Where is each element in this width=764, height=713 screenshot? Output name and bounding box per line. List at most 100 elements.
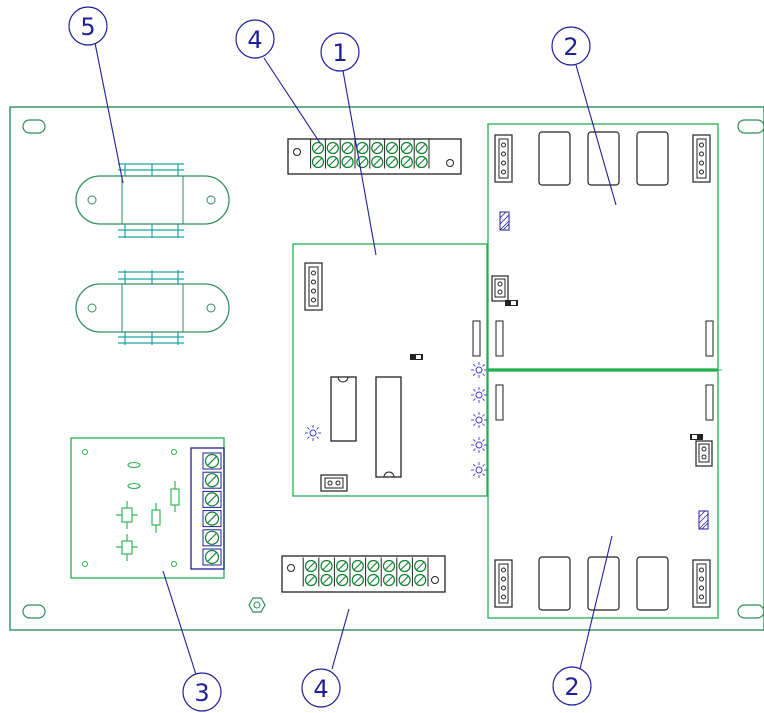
ic-chip-small	[330, 376, 357, 442]
connector-4pin-right	[692, 134, 711, 183]
connector-2pin-control	[320, 474, 348, 492]
connector-4pin-left	[494, 134, 513, 183]
terminal-screw	[415, 141, 428, 155]
terminal-screw	[371, 155, 384, 169]
relay-4	[538, 556, 571, 611]
callout-2-top: 2	[551, 26, 591, 66]
terminal-screw	[382, 559, 396, 573]
relay-3	[636, 131, 669, 186]
relay-5	[587, 556, 620, 611]
hex-nut	[248, 597, 266, 613]
plate-outline	[9, 106, 764, 631]
callout-4-top-label: 4	[247, 26, 262, 54]
terminal-screw	[204, 530, 220, 545]
callout-5-label: 5	[80, 13, 95, 41]
mounting-slot-bottom-right	[737, 604, 764, 619]
terminal-screw	[326, 155, 339, 169]
callout-2-bottom: 2	[552, 666, 592, 706]
terminal-screw	[336, 559, 349, 573]
terminal-screw	[415, 155, 428, 169]
terminal-screw	[385, 141, 399, 155]
terminal-screw	[320, 573, 333, 587]
terminal-screw	[351, 559, 364, 573]
connector-2pin-upper	[491, 275, 509, 302]
callout-2-top-label: 2	[563, 33, 578, 61]
header-strip-upper-left	[495, 320, 504, 357]
terminal-screw	[385, 155, 399, 169]
terminal-screw	[414, 573, 427, 587]
ic-chip-large	[375, 376, 402, 478]
mounting-slot-top-right	[737, 119, 764, 134]
callout-1: 1	[320, 32, 360, 72]
terminal-screw	[400, 155, 413, 169]
relay-2	[587, 131, 620, 186]
relay-board-lower	[487, 369, 722, 619]
terminal-screw	[304, 559, 318, 573]
jumper-control	[410, 354, 423, 360]
callout-4-bottom: 4	[301, 668, 341, 708]
led-icon	[471, 412, 487, 428]
connector-4pin-lower-left	[494, 559, 513, 608]
led-icon	[471, 462, 487, 478]
terminal-screw	[320, 559, 333, 573]
header-strip-upper-right	[705, 320, 714, 357]
terminal-block-bottom	[281, 555, 446, 593]
terminal-block-top	[287, 138, 462, 175]
power-supply-board	[70, 437, 225, 579]
jumper-upper	[505, 300, 518, 306]
terminal-screw	[326, 141, 339, 155]
terminal-screw	[398, 559, 411, 573]
jumper-lower	[690, 434, 703, 440]
header-strip-lower-left	[495, 384, 504, 421]
control-board	[292, 243, 488, 497]
terminal-screw	[382, 573, 396, 587]
led-indicators	[305, 362, 487, 478]
callout-3: 3	[182, 672, 222, 712]
header-strip-lower-right	[705, 384, 714, 421]
transformer-lower	[75, 270, 230, 345]
callout-4-bottom-label: 4	[313, 675, 328, 703]
terminal-screw	[356, 141, 369, 155]
leader-lines	[94, 42, 617, 685]
terminal-screw	[351, 573, 364, 587]
led-icon	[471, 387, 487, 403]
led-icon	[471, 362, 487, 378]
mounting-slot-top-left	[22, 119, 46, 134]
terminal-screw	[204, 511, 220, 526]
terminal-screw	[204, 549, 220, 565]
connector-4pin-lower-right	[692, 559, 711, 608]
callout-3-label: 3	[194, 679, 209, 707]
terminal-screw	[371, 141, 384, 155]
terminal-screw	[204, 473, 220, 488]
terminal-screw	[204, 492, 220, 507]
terminal-screw	[204, 453, 220, 469]
hatched-component-upper	[499, 211, 510, 231]
terminal-screw	[341, 141, 354, 155]
relay-1	[538, 131, 571, 186]
header-strip-control	[472, 320, 481, 357]
terminal-screw	[414, 559, 427, 573]
connector-4pin-control	[304, 262, 323, 311]
chassis-plate	[9, 106, 764, 631]
led-icon	[471, 437, 487, 453]
terminal-screw	[367, 559, 380, 573]
terminal-screw	[336, 573, 349, 587]
mounting-slot-bottom-left	[22, 604, 46, 619]
terminal-screw	[398, 573, 411, 587]
terminal-screw	[341, 155, 354, 169]
terminal-screw	[311, 141, 325, 155]
terminal-screw	[367, 573, 380, 587]
callout-1-label: 1	[332, 39, 347, 67]
callout-2-bottom-label: 2	[564, 673, 579, 701]
transformer-upper	[75, 163, 230, 238]
led-icon	[305, 425, 321, 441]
terminal-screw	[400, 141, 413, 155]
terminal-screw	[304, 573, 318, 587]
connector-2pin-lower	[695, 440, 713, 467]
relay-6	[636, 556, 669, 611]
terminal-screw	[311, 155, 325, 169]
hatched-component-lower	[698, 510, 709, 530]
relay-board-upper	[487, 123, 719, 370]
